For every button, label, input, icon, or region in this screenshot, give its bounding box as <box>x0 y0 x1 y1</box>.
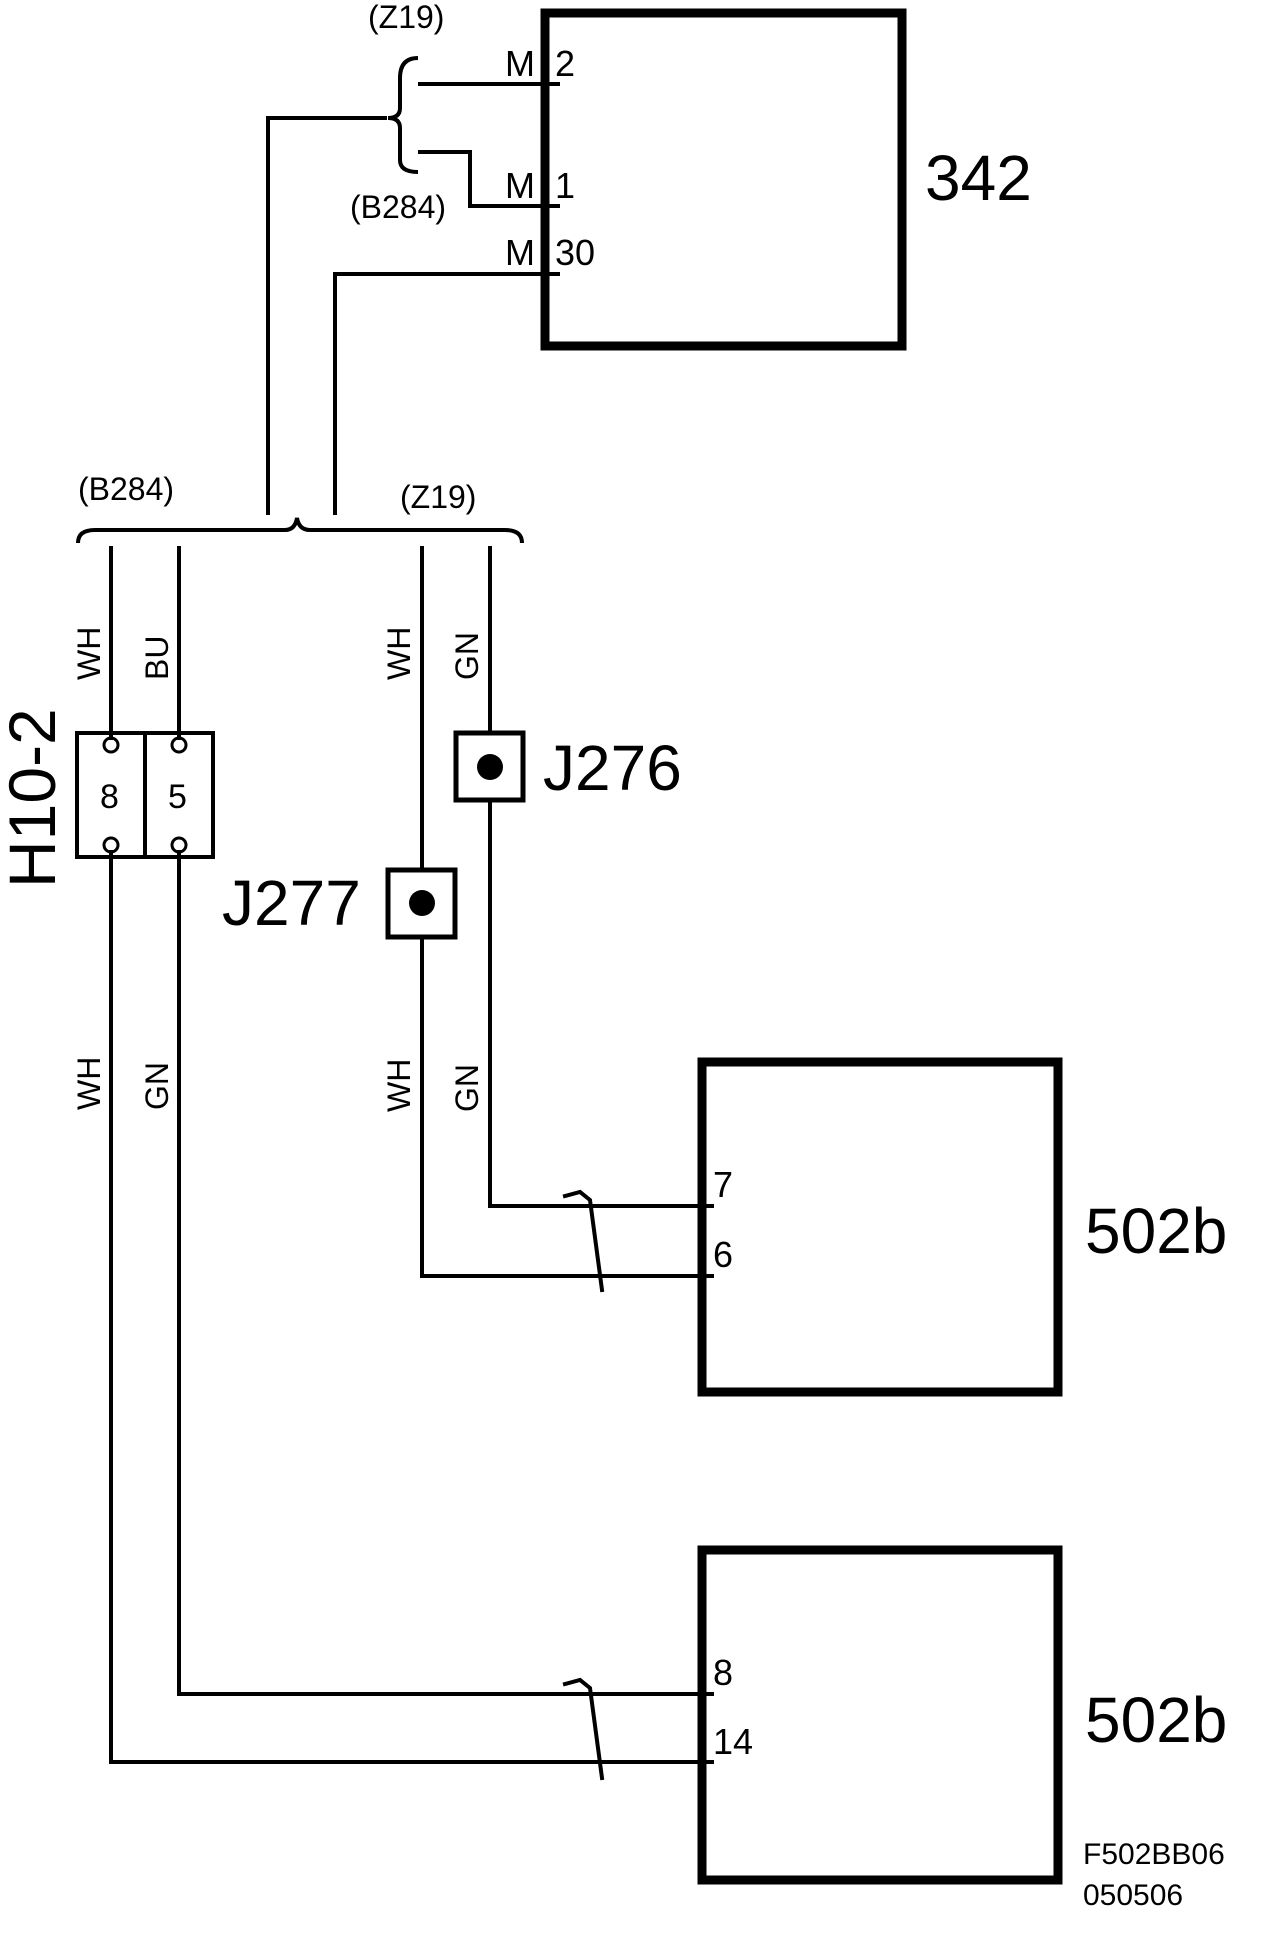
splice-j276-dot <box>477 754 503 780</box>
connector-h10-2-pin8-top <box>102 736 120 754</box>
splice-j277-box <box>385 867 458 940</box>
wire-h10-gn-lower <box>177 850 714 1696</box>
splice-j277-dot <box>409 890 435 916</box>
connector-h10-2-label: H10-2 <box>0 708 69 888</box>
wire-color-h-lower-left: WH <box>71 1057 107 1110</box>
connector-h10-2-pin8: 8 <box>100 778 119 816</box>
splice-j276-label: J276 <box>543 732 682 804</box>
figure-code-line2: 050506 <box>1083 1879 1183 1912</box>
harness-label-z19-mid: (Z19) <box>400 479 476 515</box>
wire-342-pin30 <box>333 272 547 515</box>
pin-342-m-a: M <box>505 43 535 84</box>
component-342-label: 342 <box>925 142 1032 214</box>
twisted-pair-mark-lower <box>562 1677 605 1781</box>
harness-label-z19-top: (Z19) <box>368 0 444 35</box>
pin-502b-lower-14: 14 <box>713 1721 753 1762</box>
wire-trunk-left <box>266 116 387 515</box>
twisted-pair-mark-upper <box>562 1189 605 1293</box>
harness-bracket-top <box>387 56 419 174</box>
component-342-box <box>540 8 907 351</box>
component-502b-upper-label: 502b <box>1085 1195 1227 1267</box>
wire-342-pin1 <box>418 150 547 208</box>
figure-code-line1: F502BB06 <box>1083 1838 1225 1871</box>
wire-mid-gn-lower <box>488 798 714 1208</box>
splice-j276-box <box>453 730 526 803</box>
pin-342-m-b: M <box>505 165 535 206</box>
connector-h10-2-pin5-bottom <box>170 836 188 854</box>
pin-342-m-c: M <box>505 232 535 273</box>
wire-color-h-upper-right: BU <box>139 636 175 680</box>
pin-342-30: 30 <box>555 232 595 273</box>
pin-502b-upper-6: 6 <box>713 1234 733 1275</box>
wire-mid-wh-lower <box>420 935 714 1278</box>
splice-j277-label: J277 <box>222 867 361 939</box>
wire-color-mid-lower-left: WH <box>381 1059 417 1112</box>
harness-bracket-mid <box>76 517 524 544</box>
pin-502b-lower-8: 8 <box>713 1652 733 1693</box>
wire-color-mid-lower-right: GN <box>449 1064 485 1112</box>
wire-color-h-lower-right: GN <box>139 1062 175 1110</box>
pin-342-2: 2 <box>555 43 575 84</box>
component-502b-upper-box <box>697 1057 1063 1397</box>
wire-color-h-upper-left: WH <box>71 627 107 680</box>
connector-h10-2-pin8-bottom <box>102 836 120 854</box>
pin-502b-upper-7: 7 <box>713 1164 733 1205</box>
component-502b-lower-box <box>697 1545 1063 1885</box>
component-502b-lower-label: 502b <box>1085 1684 1227 1756</box>
pin-342-1: 1 <box>555 165 575 206</box>
wire-color-mid-upper-left: WH <box>381 627 417 680</box>
wire-h10-wh-lower <box>109 850 714 1764</box>
harness-label-b284-top: (B284) <box>350 189 446 225</box>
wire-color-mid-upper-right: GN <box>449 632 485 680</box>
connector-h10-2-pin5-top <box>170 736 188 754</box>
harness-label-b284-mid: (B284) <box>78 471 174 507</box>
connector-h10-2-pin5: 5 <box>168 778 187 816</box>
